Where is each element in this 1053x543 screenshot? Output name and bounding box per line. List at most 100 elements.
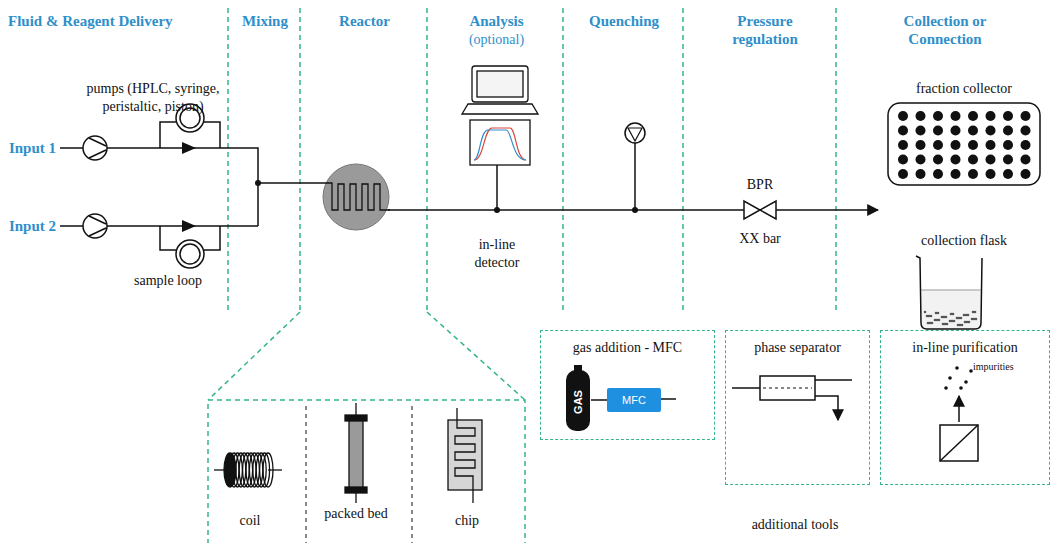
well-dot — [1021, 169, 1031, 179]
well-dot — [951, 111, 961, 121]
inlet-line — [732, 387, 760, 389]
well-dot — [1003, 155, 1013, 165]
well-dot — [898, 111, 908, 121]
part-label: in-line detector — [455, 236, 539, 272]
well-dot — [916, 111, 926, 121]
tubing — [258, 182, 323, 184]
pump-symbols — [83, 136, 107, 238]
separator-line — [412, 406, 413, 543]
divider-line — [562, 8, 564, 312]
well-dot — [1003, 111, 1013, 121]
filter-membrane — [940, 425, 978, 461]
membrane — [763, 388, 812, 389]
well-dot — [986, 126, 996, 136]
zoom-line — [208, 312, 300, 400]
well-dot — [933, 140, 943, 150]
impurity-dots — [944, 366, 973, 390]
purification-symbol — [940, 396, 978, 461]
reactor-symbol — [323, 164, 389, 230]
well-dot — [1021, 155, 1031, 165]
well-dot — [951, 140, 961, 150]
well-dot — [898, 169, 908, 179]
section-note: (optional) — [430, 31, 563, 49]
well-dot — [916, 155, 926, 165]
quench-line — [634, 143, 636, 210]
well-dot — [986, 111, 996, 121]
section-title: Reactor — [302, 12, 427, 30]
solid-particle — [971, 318, 974, 321]
well-dot — [986, 155, 996, 165]
chip-body — [448, 420, 482, 490]
well-dot — [916, 126, 926, 136]
well-dot — [933, 155, 943, 165]
packed-column — [349, 418, 363, 490]
section-title: Mixing — [230, 12, 300, 30]
solid-particle — [956, 317, 959, 320]
caption-label: additional tools — [725, 516, 865, 534]
pump-mark — [89, 216, 106, 236]
cylinder-body — [566, 370, 590, 431]
solid-particle — [927, 322, 930, 325]
impurity-dot — [944, 386, 948, 390]
flow-arrowhead — [182, 220, 196, 232]
well-dot — [933, 111, 943, 121]
well-dot — [1003, 140, 1013, 150]
separator-body — [760, 376, 815, 400]
well-dot — [968, 111, 978, 121]
part-label: chip — [437, 512, 497, 530]
input-label: Input 2 — [0, 217, 56, 235]
section-title: Analysis — [430, 12, 563, 30]
tool-box: phase separator — [725, 330, 870, 485]
section-dividers — [208, 8, 836, 543]
solid-particle — [963, 314, 966, 317]
quench-mark — [628, 128, 642, 141]
tubing — [456, 408, 457, 420]
impurity-dot — [955, 366, 959, 370]
well-dot — [1021, 111, 1031, 121]
detector-line — [496, 165, 498, 210]
signal-trace — [474, 130, 526, 160]
loop-coil — [176, 240, 204, 268]
junction-dot — [494, 207, 500, 213]
well-dot — [898, 126, 908, 136]
input-label: Input 1 — [0, 139, 56, 157]
part-label: pumps (HPLC, syringe, peristaltic, pisto… — [58, 80, 248, 116]
well-dot — [1003, 169, 1013, 179]
solid-particle — [949, 320, 952, 323]
impurity-dot — [964, 380, 968, 384]
collector-wells — [898, 111, 1031, 179]
flow-arrowhead — [182, 142, 196, 154]
packed-bed-reactor — [345, 403, 367, 503]
keyboard — [462, 104, 538, 114]
coil-end — [224, 453, 236, 487]
well-dot — [1021, 126, 1031, 136]
pump-mark — [89, 138, 106, 158]
liquid-level — [921, 290, 981, 291]
flask-liquid — [920, 290, 982, 329]
chip-reactor — [448, 408, 482, 503]
outlet-line — [815, 396, 838, 420]
well-dot — [986, 169, 996, 179]
part-label: packed bed — [323, 505, 389, 523]
coil-reactor — [214, 453, 282, 487]
solid-particle — [924, 311, 927, 314]
quench-pump — [625, 123, 645, 143]
pump-symbol — [83, 214, 107, 238]
well-dot — [968, 140, 978, 150]
part-label: collection flask — [880, 232, 1048, 250]
impurity-dot — [948, 376, 952, 380]
solid-particle — [964, 321, 967, 324]
column-cap — [345, 415, 367, 421]
removal-arrow — [958, 396, 960, 422]
input-lines — [60, 122, 878, 250]
separator-line — [306, 406, 307, 543]
reactor-types-box — [208, 400, 525, 543]
tool-box: GASMFCgas addition - MFC — [540, 330, 715, 440]
well-dot — [968, 126, 978, 136]
part-label: fraction collector — [880, 80, 1048, 98]
well-dot — [933, 169, 943, 179]
flask-solid — [924, 311, 978, 327]
monitor — [472, 66, 528, 102]
well-dot — [898, 155, 908, 165]
tubing — [355, 403, 356, 416]
